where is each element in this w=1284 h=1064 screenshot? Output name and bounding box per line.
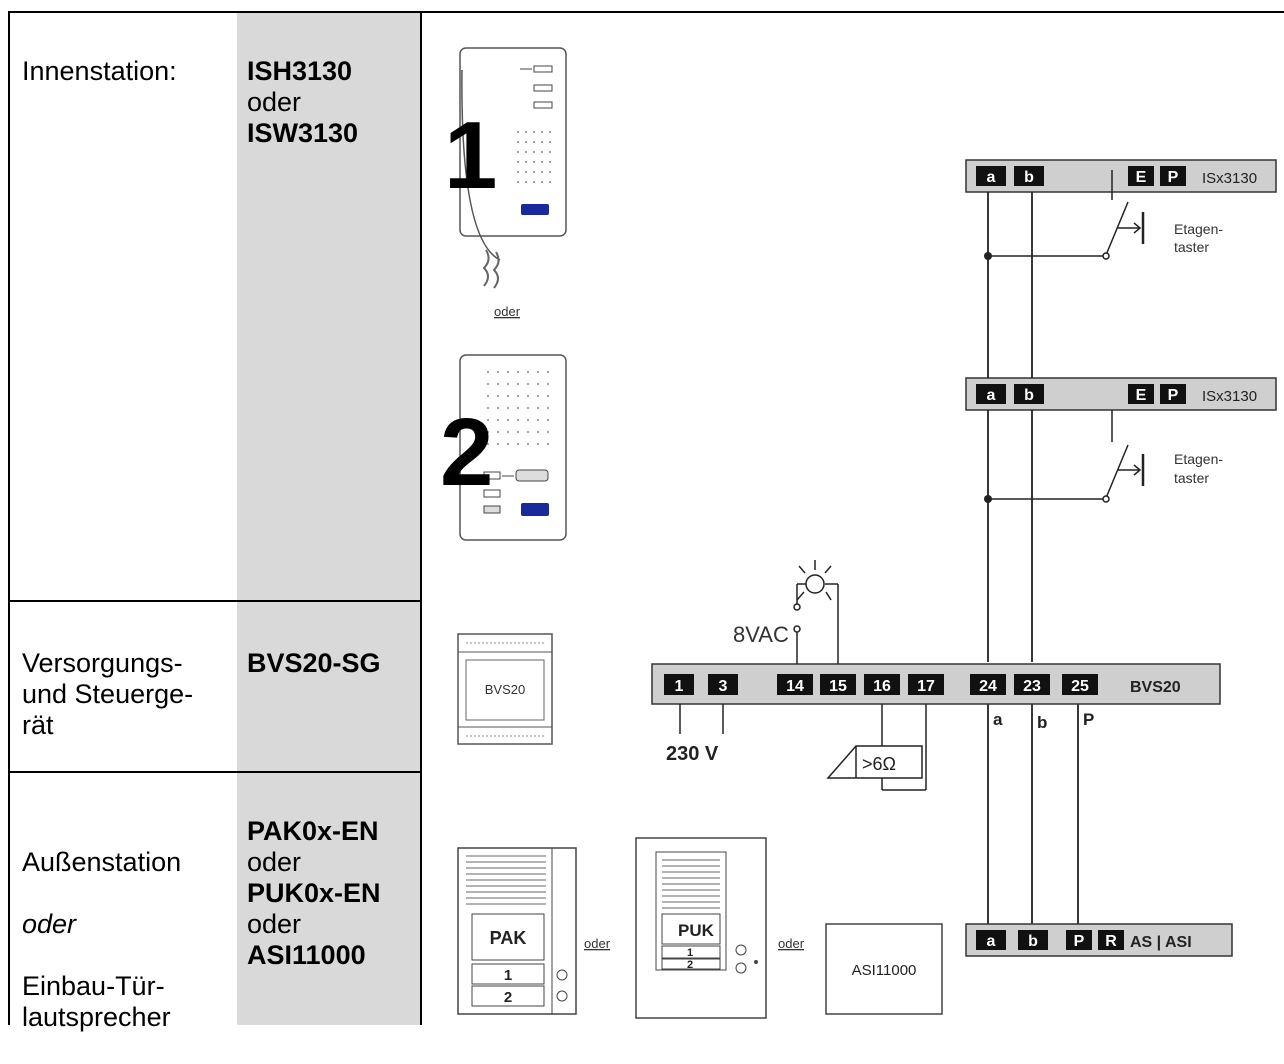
handsfree-device: 2 xyxy=(440,354,567,541)
oder-1: oder xyxy=(584,936,611,951)
model-oder: oder xyxy=(247,87,302,117)
handset-number: 1 xyxy=(444,102,497,209)
table-column-divider xyxy=(420,11,422,1025)
label-einbau: Einbau-Tür- lautsprecher xyxy=(22,971,171,1032)
bvs20-terminal-bar: 1 3 14 15 16 17 24 23 25 BVS20 xyxy=(651,663,1221,705)
station1-name: ISx3130 xyxy=(1202,170,1257,187)
mains-leads xyxy=(679,704,724,734)
switch-2 xyxy=(988,410,1145,503)
resistor-label: >6Ω xyxy=(862,754,896,774)
puk-device xyxy=(635,837,767,1019)
row-divider-1 xyxy=(8,600,422,602)
bvs-terminal-17: 17 xyxy=(917,678,935,695)
row-models-aussenstation: PAK0x-EN oder PUK0x-EN oder ASI11000 xyxy=(247,816,381,971)
handset-device: 1 oder xyxy=(444,47,567,319)
row-label-versorgung: Versorgungs- und Steuerge- rät xyxy=(22,648,194,740)
model-isw3130: ISW3130 xyxy=(247,118,359,148)
bvs-terminal-24: 24 xyxy=(979,678,997,695)
bvs-terminal-23: 23 xyxy=(1023,678,1041,695)
asi-label: ASI11000 xyxy=(852,962,917,979)
label-aussenstation: Außenstation xyxy=(22,847,182,877)
station2-name: ISx3130 xyxy=(1202,388,1257,405)
row-models-innenstation: ISH3130 oder ISW3130 xyxy=(247,56,358,149)
model-asi11000: ASI11000 xyxy=(247,940,366,970)
switch1-label-2: taster xyxy=(1174,239,1209,255)
model-column-background xyxy=(237,12,420,1025)
wiring-diagram: 1 oder 2 BVS20 xyxy=(440,47,1277,1019)
door-bar-name: AS | ASI xyxy=(1130,934,1192,951)
model-bvs20-sg: BVS20-SG xyxy=(247,648,381,678)
puk-button-1: 1 xyxy=(687,947,693,959)
model-oder-2: oder xyxy=(247,909,302,939)
switch1-label-1: Etagen- xyxy=(1174,221,1223,237)
wire-label-p: P xyxy=(1083,710,1094,729)
station2-terminal-p: P xyxy=(1168,387,1179,404)
pak-device xyxy=(457,847,577,1015)
bvs-bar-name: BVS20 xyxy=(1130,679,1181,696)
bvs-terminal-15: 15 xyxy=(829,678,847,695)
row-label-aussenstation: Außenstation oder Einbau-Tür- lautsprech… xyxy=(22,816,181,1064)
door-terminal-bar: a b P R AS | ASI xyxy=(965,923,1233,957)
wire-label-b: b xyxy=(1037,713,1047,732)
pak-button-1: 1 xyxy=(504,967,512,984)
oder-2: oder xyxy=(778,936,805,951)
station2-terminal-e: E xyxy=(1136,387,1147,404)
wire-label-a: a xyxy=(993,710,1003,729)
puk-label: PUK xyxy=(678,921,715,940)
model-puk0x: PUK0x-EN xyxy=(247,878,381,908)
switch2-label-1: Etagen- xyxy=(1174,451,1223,467)
bvs20-device-label: BVS20 xyxy=(485,682,525,697)
lamp-circuit xyxy=(793,560,839,664)
station-bar-2: a b E P ISx3130 xyxy=(965,377,1277,411)
table-left-border xyxy=(8,11,10,1025)
asi-device xyxy=(825,923,943,1015)
station1-terminal-e: E xyxy=(1136,169,1147,186)
station2-terminal-a: a xyxy=(987,387,996,404)
puk-button-2: 2 xyxy=(687,959,693,971)
oder-under-handset: oder xyxy=(494,304,521,319)
voltage-label: 230 V xyxy=(666,743,719,765)
handsfree-number: 2 xyxy=(440,399,493,506)
station-bar-1: a b E P ISx3130 xyxy=(965,159,1277,193)
door-terminal-p: P xyxy=(1074,933,1085,950)
bvs20-device: BVS20 xyxy=(457,633,553,745)
station1-terminal-p: P xyxy=(1168,169,1179,186)
bvs-terminal-16: 16 xyxy=(873,678,891,695)
door-terminal-b: b xyxy=(1028,933,1038,950)
model-ish3130: ISH3130 xyxy=(247,56,353,86)
bvs-terminal-14: 14 xyxy=(786,678,804,695)
station1-terminal-b: b xyxy=(1024,169,1034,186)
bvs-terminal-1: 1 xyxy=(675,678,684,695)
bus-wires xyxy=(987,192,1079,924)
table-top-border xyxy=(8,11,1284,13)
model-pak0x: PAK0x-EN xyxy=(247,816,379,846)
bvs-terminal-3: 3 xyxy=(719,678,728,695)
row-divider-2 xyxy=(8,771,422,773)
label-oder-italic: oder xyxy=(22,909,77,939)
station2-terminal-b: b xyxy=(1024,387,1034,404)
row-label-innenstation: Innenstation: xyxy=(22,56,177,86)
resistor-loop xyxy=(826,704,927,791)
pak-button-2: 2 xyxy=(504,989,512,1006)
switch-1 xyxy=(988,170,1145,260)
switch2-label-2: taster xyxy=(1174,470,1209,486)
vac-label: 8VAC xyxy=(733,622,789,647)
door-terminal-r: R xyxy=(1105,933,1117,950)
model-oder-1: oder xyxy=(247,847,302,877)
row-models-versorgung: BVS20-SG xyxy=(247,648,381,679)
pak-label: PAK xyxy=(490,928,527,948)
door-terminal-a: a xyxy=(987,933,996,950)
station1-terminal-a: a xyxy=(987,169,996,186)
bvs-terminal-25: 25 xyxy=(1071,678,1089,695)
